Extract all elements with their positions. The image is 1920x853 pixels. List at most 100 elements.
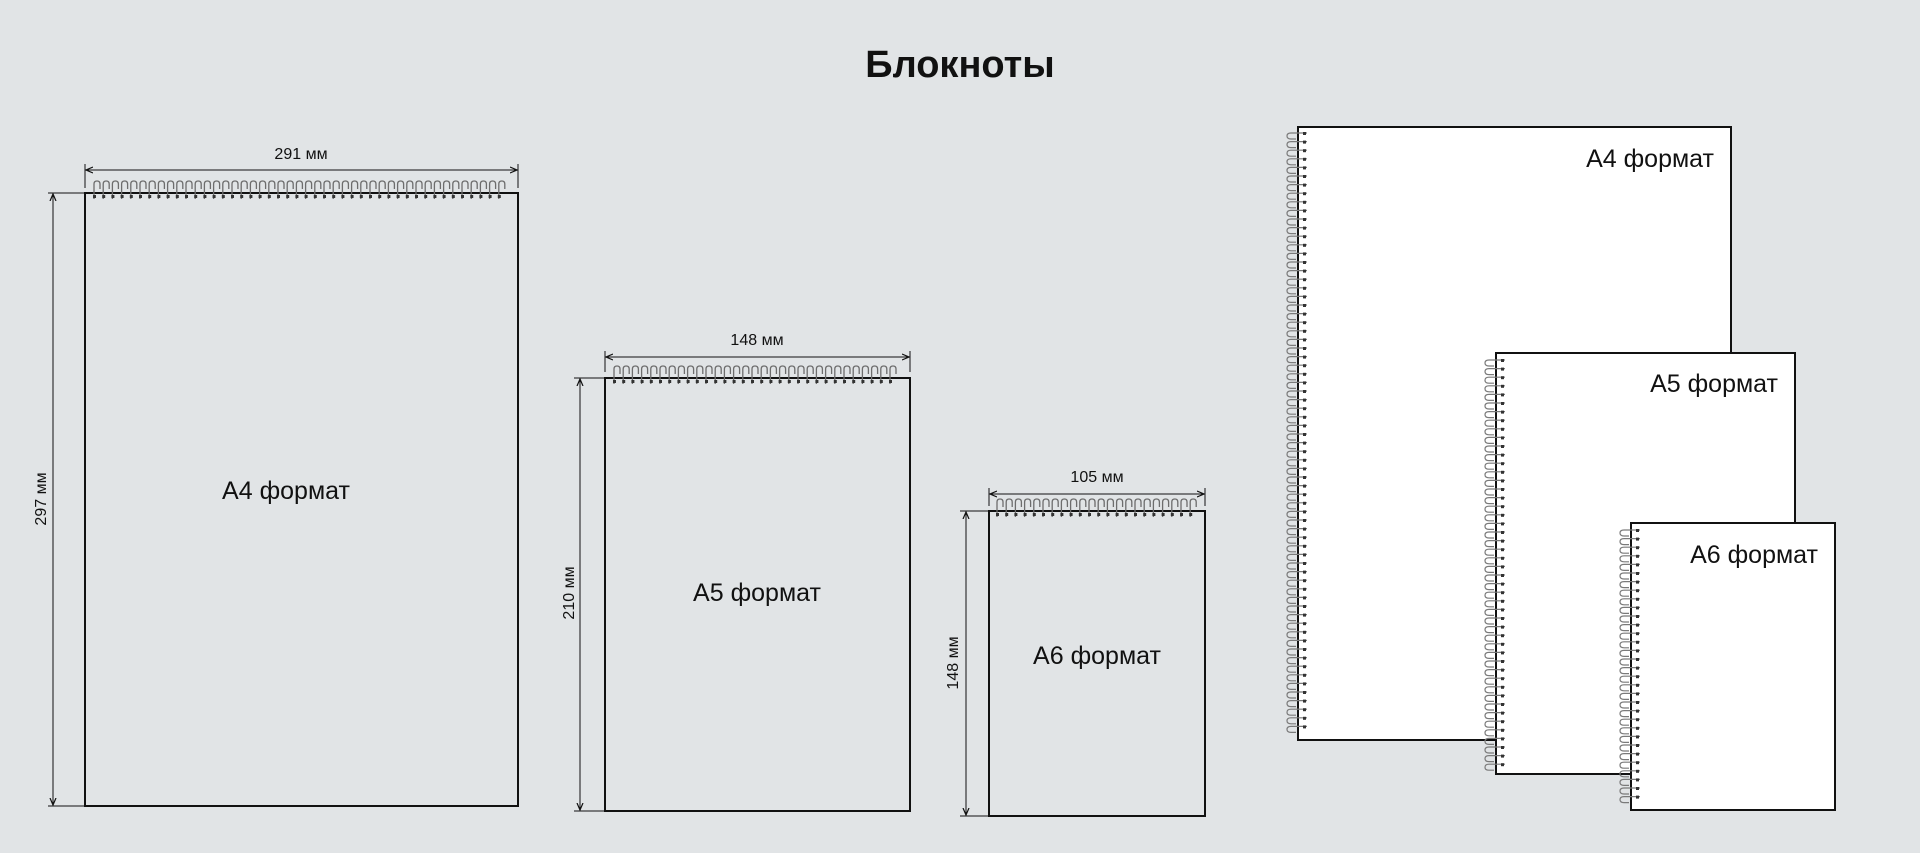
- binding-hole: [1636, 701, 1639, 704]
- spiral-ring: [1286, 338, 1307, 346]
- spiral-ring: [1484, 600, 1505, 608]
- binding-hole: [833, 380, 837, 383]
- binding-hole: [1501, 505, 1504, 509]
- binding-hole: [751, 380, 754, 383]
- binding-hole: [1501, 634, 1504, 638]
- spiral-ring: [1619, 735, 1640, 743]
- spiral-ring: [1619, 692, 1640, 700]
- binding-hole: [1501, 402, 1504, 405]
- binding-hole: [1303, 484, 1306, 488]
- spiral-ring: [843, 365, 851, 384]
- spiral-ring: [1106, 498, 1115, 517]
- binding-hole: [1303, 665, 1306, 669]
- spiral-ring: [258, 180, 267, 199]
- binding-hole: [1501, 685, 1504, 689]
- spiral-ring: [732, 365, 741, 384]
- spiral-ring: [1088, 498, 1096, 517]
- spiral-ring: [396, 180, 405, 199]
- binding-hole: [332, 195, 336, 198]
- spiral-ring: [1619, 658, 1640, 666]
- binding-hole: [1636, 563, 1639, 567]
- binding-hole: [1636, 692, 1639, 696]
- spiral-ring: [1060, 498, 1069, 517]
- binding-hole: [1303, 166, 1306, 170]
- spiral-ring: [314, 180, 322, 199]
- binding-hole: [769, 380, 773, 383]
- spiral-ring: [714, 365, 722, 384]
- spiral-ring: [1134, 498, 1142, 517]
- spiral-ring: [1619, 581, 1640, 589]
- binding-hole: [1636, 744, 1639, 747]
- binding-hole: [1303, 278, 1306, 282]
- spiral-ring: [1286, 639, 1307, 647]
- binding-hole: [1501, 737, 1504, 741]
- spiral-ring: [1286, 192, 1307, 200]
- binding-hole: [1303, 218, 1306, 221]
- spiral-ring: [622, 365, 630, 384]
- binding-hole: [1014, 513, 1018, 516]
- spiral-ring: [1286, 467, 1307, 475]
- binding-hole: [1501, 393, 1504, 397]
- spiral-ring: [1286, 227, 1307, 235]
- spiral-ring: [479, 180, 488, 199]
- binding-hole: [1303, 630, 1306, 634]
- binding-hole: [1501, 376, 1504, 380]
- spiral-ring: [1484, 677, 1505, 685]
- spiral-ring: [1171, 498, 1179, 517]
- binding-hole: [1303, 708, 1306, 712]
- binding-hole: [1501, 531, 1504, 534]
- spiral-ring: [1484, 686, 1505, 694]
- spiral-ring: [1286, 622, 1307, 630]
- binding-hole: [1303, 458, 1306, 462]
- binding-hole: [1303, 381, 1306, 385]
- binding-hole: [1501, 419, 1504, 423]
- spiral-ring: [613, 365, 621, 384]
- spiral-ring: [769, 365, 778, 384]
- spiral-ring: [1286, 416, 1307, 424]
- binding-hole: [705, 380, 708, 383]
- spiral-ring: [1619, 606, 1640, 614]
- spiral-ring: [1023, 498, 1032, 517]
- spiral-ring: [1286, 175, 1307, 183]
- binding-hole: [1501, 591, 1504, 595]
- binding-hole: [1303, 200, 1306, 204]
- comparison-a4-label: A4 формат: [1586, 145, 1714, 173]
- spiral-ring: [1484, 746, 1505, 754]
- binding-hole: [267, 195, 271, 198]
- binding-hole: [350, 195, 354, 198]
- spiral-ring: [332, 180, 340, 199]
- spiral-ring: [1286, 184, 1307, 192]
- notepad-a6-cover: [988, 510, 1206, 817]
- binding-hole: [695, 380, 699, 383]
- spiral-ring: [1286, 270, 1307, 278]
- binding-hole: [889, 380, 892, 383]
- spiral-ring: [1286, 579, 1307, 587]
- binding-hole: [1303, 587, 1306, 591]
- binding-hole: [369, 195, 372, 198]
- binding-hole: [1180, 513, 1183, 516]
- spiral-ring: [1484, 583, 1505, 591]
- spiral-ring: [1286, 665, 1307, 673]
- binding-hole: [1501, 668, 1504, 672]
- spiral-ring: [1286, 209, 1307, 217]
- spiral-ring: [1484, 428, 1505, 436]
- binding-hole: [1303, 613, 1306, 617]
- binding-hole: [451, 195, 455, 198]
- spiral-ring: [1286, 235, 1307, 243]
- spiral-ring: [861, 365, 870, 384]
- spiral-ring: [1286, 381, 1307, 389]
- binding-hole: [1303, 321, 1306, 325]
- binding-hole: [405, 195, 409, 198]
- spiral-ring: [1484, 411, 1505, 419]
- binding-hole: [861, 380, 865, 383]
- binding-hole: [1303, 639, 1306, 643]
- binding-hole: [1636, 658, 1639, 661]
- binding-hole: [1303, 467, 1306, 471]
- spiral-ring: [1484, 385, 1505, 393]
- spiral-ring: [1286, 132, 1307, 140]
- binding-hole: [1303, 501, 1306, 505]
- spiral-binding-side: [1286, 132, 1307, 733]
- binding-hole: [843, 380, 846, 383]
- spiral-ring: [1042, 498, 1050, 517]
- spiral-ring: [1619, 753, 1640, 761]
